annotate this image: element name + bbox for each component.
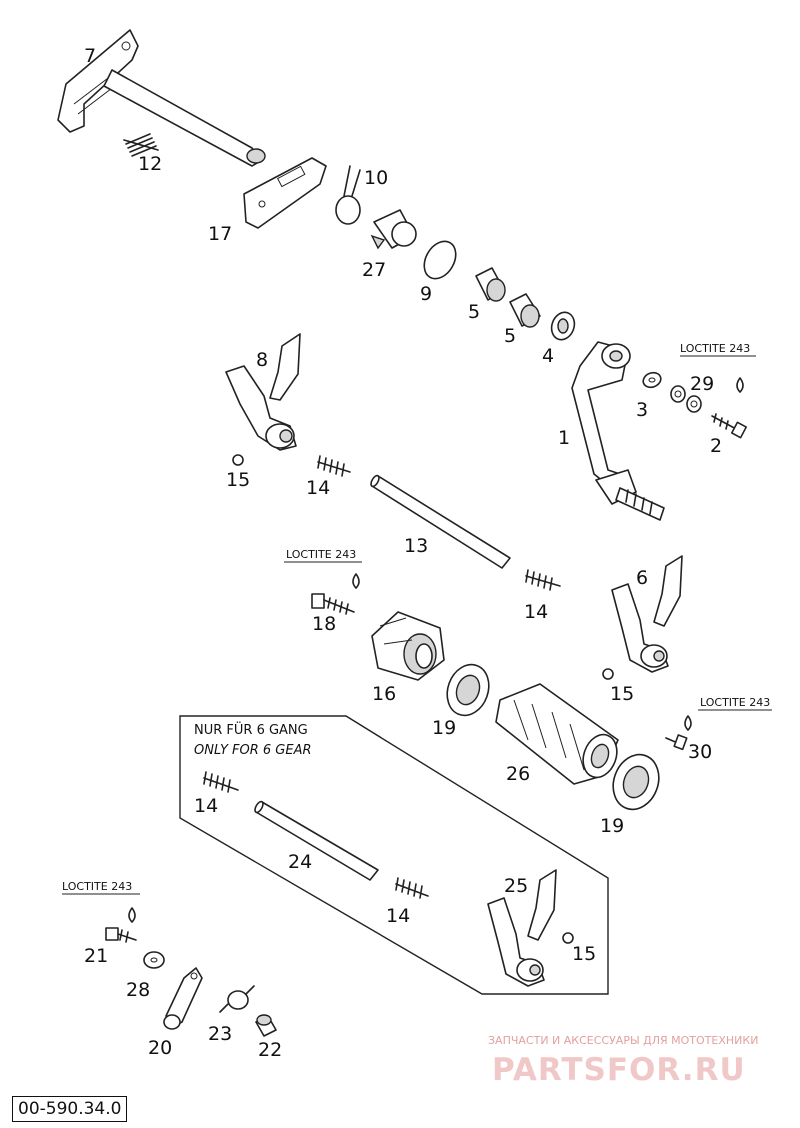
part-19-bearing-a — [446, 663, 490, 717]
part-17-pawl-plate — [243, 157, 327, 229]
part-24-fork-shaft — [254, 800, 379, 881]
loctite-label-right: LOCTITE 243 — [700, 696, 770, 709]
callout-14-b: 14 — [524, 601, 548, 623]
part-13-fork-shaft — [370, 474, 511, 569]
callout-5-b: 5 — [504, 325, 516, 347]
part-6-shift-fork — [611, 555, 683, 673]
callout-16: 16 — [372, 683, 396, 705]
callout-15-a: 15 — [226, 469, 250, 491]
loctite-drop-left — [62, 893, 140, 923]
part-15-ball-c — [562, 932, 574, 944]
callout-17: 17 — [208, 223, 232, 245]
callout-12: 12 — [138, 153, 162, 175]
callout-7: 7 — [84, 45, 96, 67]
part-27-bushing — [370, 209, 417, 250]
part-14-spring-a — [317, 455, 351, 477]
part-14-spring-c — [203, 771, 239, 793]
callout-21: 21 — [84, 945, 108, 967]
callout-15-c: 15 — [572, 943, 596, 965]
callout-15-b: 15 — [610, 683, 634, 705]
part-26-shift-drum — [495, 683, 619, 785]
loctite-drop-right — [684, 709, 772, 731]
callout-23: 23 — [208, 1023, 232, 1045]
part-2-screw — [711, 413, 748, 439]
callout-6: 6 — [636, 567, 648, 589]
watermark-brand: PARTSFOR.RU — [492, 1052, 746, 1088]
callout-25: 25 — [504, 875, 528, 897]
loctite-drop-mid — [284, 561, 362, 589]
callout-19-b: 19 — [600, 815, 624, 837]
callout-19-a: 19 — [432, 717, 456, 739]
callout-18: 18 — [312, 613, 336, 635]
callout-14-a: 14 — [306, 477, 330, 499]
six-gear-label-en: ONLY FOR 6 GEAR — [194, 743, 312, 758]
part-29-lock-nuts — [670, 385, 702, 413]
part-9-washer — [423, 240, 457, 280]
callout-3: 3 — [636, 399, 648, 421]
callout-30: 30 — [688, 741, 712, 763]
callout-9: 9 — [420, 283, 432, 305]
part-23-torsion-spring — [219, 985, 255, 1013]
part-15-ball-a — [232, 454, 244, 466]
callout-29: 29 — [690, 373, 714, 395]
callout-24: 24 — [288, 851, 312, 873]
part-16-shift-cam — [371, 611, 445, 681]
part-3-washer — [642, 371, 662, 389]
part-5-needle-bearing-b — [509, 293, 541, 328]
callout-4: 4 — [542, 345, 554, 367]
callout-14-d: 14 — [386, 905, 410, 927]
callout-5-a: 5 — [468, 301, 480, 323]
callout-14-c: 14 — [194, 795, 218, 817]
part-10-circlip — [335, 165, 361, 225]
part-14-spring-b — [525, 569, 561, 591]
loctite-label-left: LOCTITE 243 — [62, 880, 132, 893]
part-25-shift-fork — [487, 869, 557, 987]
callout-8: 8 — [256, 349, 268, 371]
part-8-shift-fork — [225, 333, 301, 451]
diagram-code-label: 00-590.34.0 — [12, 1096, 128, 1122]
part-30-screw — [665, 734, 688, 751]
part-5-needle-bearing-a — [475, 267, 506, 302]
callout-28: 28 — [126, 979, 150, 1001]
six-gear-label-de: NUR FÜR 6 GANG — [194, 721, 308, 738]
six-gear-only-frame — [179, 715, 609, 995]
callout-10: 10 — [364, 167, 388, 189]
part-19-bearing-b — [612, 753, 660, 811]
part-14-spring-d — [395, 877, 429, 899]
part-15-ball-b — [602, 668, 614, 680]
callout-27: 27 — [362, 259, 386, 281]
callout-1: 1 — [558, 427, 570, 449]
part-20-locking-lever — [163, 967, 203, 1030]
loctite-label-mid: LOCTITE 243 — [286, 548, 356, 561]
part-28-washer — [143, 951, 165, 969]
part-12-spring — [123, 133, 159, 157]
callout-20: 20 — [148, 1037, 172, 1059]
part-7-shift-shaft — [57, 29, 266, 167]
part-4-seal-ring — [550, 311, 576, 341]
callout-2: 2 — [710, 435, 722, 457]
callout-26: 26 — [506, 763, 530, 785]
part-18-screw — [311, 593, 355, 615]
loctite-label-top: LOCTITE 243 — [680, 342, 750, 355]
part-21-screw — [105, 927, 137, 943]
part-1-shift-lever — [571, 341, 665, 521]
part-22-roller — [255, 1014, 277, 1037]
callout-22: 22 — [258, 1039, 282, 1061]
watermark-tagline: ЗАПЧАСТИ И АКСЕССУАРЫ ДЛЯ МОТОТЕХНИКИ — [488, 1034, 758, 1047]
loctite-drop-top — [680, 355, 756, 393]
callout-13: 13 — [404, 535, 428, 557]
